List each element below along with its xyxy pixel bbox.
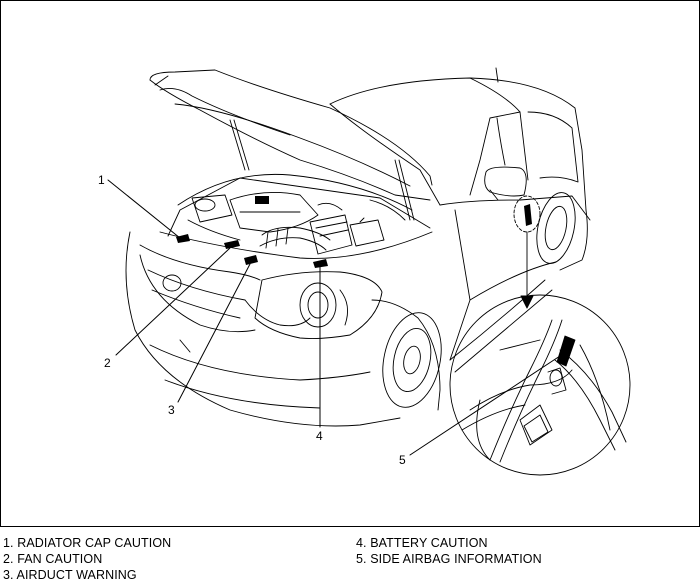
radiator-cap-label-marker (176, 234, 190, 243)
legend-item-fan-caution: 2. FAN CAUTION (3, 552, 103, 566)
callout-5: 5 (399, 453, 406, 467)
legend-left-column: 1. RADIATOR CAP CAUTION 2. FAN CAUTION 3… (3, 535, 171, 583)
legend-item-airduct-warning: 3. AIRDUCT WARNING (3, 568, 137, 582)
side-airbag-label-marker (524, 204, 532, 226)
label-markers (176, 204, 532, 268)
diagram-frame (0, 0, 700, 527)
legend-right-column: 4. BATTERY CAUTION 5. SIDE AIRBAG INFORM… (356, 535, 542, 567)
airduct-warning-label-marker (244, 255, 258, 265)
leader-line-5 (409, 351, 567, 456)
vehicle-label-location-diagram: 1 2 3 4 5 (98, 67, 631, 476)
callout-4: 4 (316, 429, 323, 443)
airbag-label-detail (449, 195, 631, 476)
leader-line-1 (107, 179, 181, 239)
legend-item-radiator-cap-caution: 1. RADIATOR CAP CAUTION (3, 536, 172, 550)
leader-line-3 (177, 263, 251, 403)
callout-2: 2 (104, 356, 111, 370)
car-body-outline (125, 67, 591, 427)
callout-1: 1 (98, 173, 105, 187)
leader-line-2 (115, 247, 231, 356)
open-hood (149, 69, 433, 221)
fan-caution-label-marker (224, 240, 240, 249)
legend-item-side-airbag-information: 5. SIDE AIRBAG INFORMATION (356, 552, 542, 566)
leader-lines (107, 179, 567, 456)
engine-bay (177, 173, 413, 255)
callout-3: 3 (168, 403, 175, 417)
legend-item-battery-caution: 4. BATTERY CAUTION (356, 536, 488, 550)
battery-caution-label-marker (313, 259, 328, 268)
